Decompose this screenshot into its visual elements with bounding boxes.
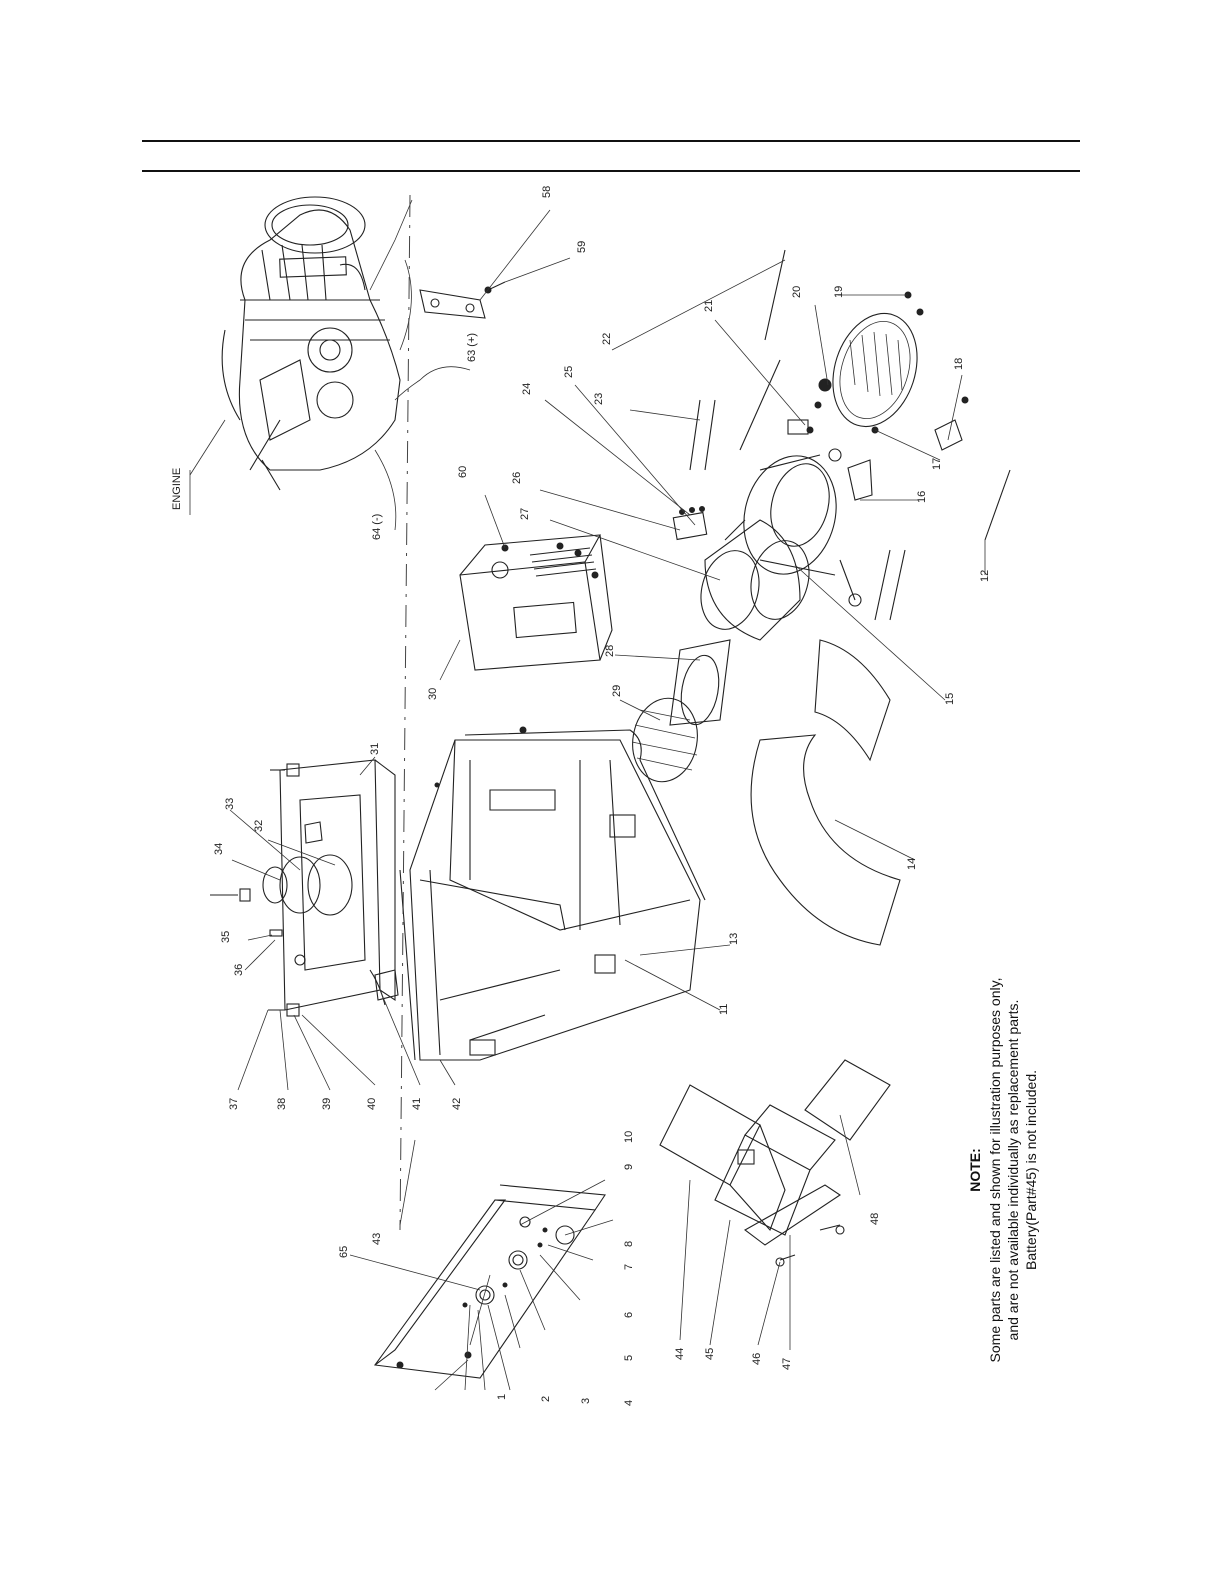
callout-19: 19 xyxy=(833,286,845,298)
callout-22: 22 xyxy=(601,333,613,345)
callout-63: 63 (+) xyxy=(466,333,478,362)
note-line-1: Some parts are listed and shown for illu… xyxy=(987,978,1003,1363)
callout-27: 27 xyxy=(519,508,531,520)
callout-30: 30 xyxy=(427,688,439,700)
callout-39: 39 xyxy=(321,1098,333,1110)
callout-46: 46 xyxy=(751,1353,763,1365)
callout-45: 45 xyxy=(704,1348,716,1360)
callout-29: 29 xyxy=(611,685,623,697)
callout-11: 11 xyxy=(718,1004,730,1015)
callout-60: 60 xyxy=(457,466,469,478)
callout-6: 6 xyxy=(623,1312,635,1318)
engine-label: ENGINE xyxy=(171,468,183,510)
callout-14: 14 xyxy=(906,858,918,870)
callout-4: 4 xyxy=(623,1400,635,1406)
muffler-bracket xyxy=(419,209,571,319)
note-title: NOTE: xyxy=(967,1148,983,1192)
callout-34: 34 xyxy=(213,843,225,855)
callout-35: 35 xyxy=(220,931,232,943)
callout-25: 25 xyxy=(563,366,575,378)
callout-21: 21 xyxy=(703,300,715,312)
note-block: NOTE: Some parts are listed and shown fo… xyxy=(967,978,1039,1363)
callout-37: 37 xyxy=(228,1098,240,1110)
callout-18: 18 xyxy=(953,358,965,370)
callout-20: 20 xyxy=(791,286,803,298)
callout-40: 40 xyxy=(366,1098,378,1110)
callout-24: 24 xyxy=(521,383,533,395)
alternator-assembly xyxy=(539,249,1011,946)
callout-26: 26 xyxy=(511,472,523,484)
callout-31: 31 xyxy=(369,743,381,755)
frame xyxy=(399,726,731,1061)
callout-10: 10 xyxy=(623,1131,635,1143)
callout-5: 5 xyxy=(623,1355,635,1361)
callout-42: 42 xyxy=(451,1098,463,1110)
callout-12: 12 xyxy=(979,570,991,582)
callout-3: 3 xyxy=(580,1398,592,1404)
callout-9: 9 xyxy=(623,1164,635,1170)
callout-32: 32 xyxy=(253,820,265,832)
callout-44: 44 xyxy=(674,1348,686,1360)
battery-tray xyxy=(659,1059,891,1350)
callout-41: 41 xyxy=(411,1098,423,1110)
note-line-3: Battery(Part#45) is not included. xyxy=(1023,1070,1039,1270)
callout-36: 36 xyxy=(233,964,245,976)
header-rule-bottom xyxy=(142,170,1080,172)
callout-23: 23 xyxy=(593,393,605,405)
callout-59: 59 xyxy=(576,241,588,253)
control-box xyxy=(439,494,613,681)
callout-33: 33 xyxy=(224,798,236,810)
note-line-2: and are not available individually as re… xyxy=(1005,1000,1021,1341)
callout-43: 43 xyxy=(371,1233,383,1245)
callout-2: 2 xyxy=(540,1396,552,1402)
callout-64: 64 (-) xyxy=(371,514,383,540)
callout-58: 58 xyxy=(541,186,553,198)
callout-13: 13 xyxy=(728,933,740,945)
engine-drawing: ENGINE xyxy=(171,196,471,531)
callout-48: 48 xyxy=(869,1213,881,1225)
callout-7: 7 xyxy=(623,1264,635,1270)
header-rule-top xyxy=(142,140,1080,142)
callout-16: 16 xyxy=(916,491,928,503)
callout-8: 8 xyxy=(623,1241,635,1247)
callout-17: 17 xyxy=(931,458,943,470)
callout-47: 47 xyxy=(781,1358,793,1370)
control-panel xyxy=(349,1139,614,1391)
fuel-tank xyxy=(210,756,456,1091)
callout-28: 28 xyxy=(604,645,616,657)
callout-1: 1 xyxy=(496,1394,508,1400)
callout-38: 38 xyxy=(276,1098,288,1110)
callout-65: 65 xyxy=(338,1246,350,1258)
callout-15: 15 xyxy=(944,693,956,705)
